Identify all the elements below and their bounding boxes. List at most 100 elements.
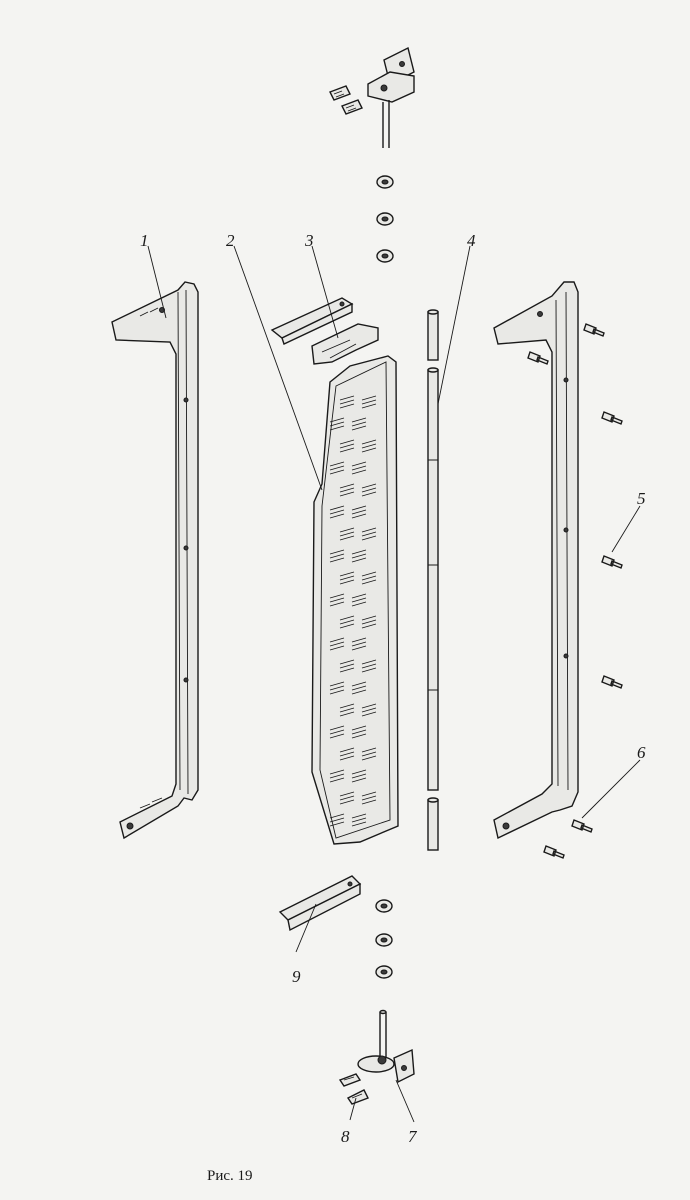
glass-hatch-mark (329, 425, 345, 431)
glass-hatch-mark (361, 531, 377, 537)
glass-hatch-mark (351, 821, 367, 827)
glass-hatch-mark (329, 593, 345, 599)
glass-hatch-mark (361, 571, 377, 577)
glass-hatch-mark (361, 395, 377, 401)
glass-hatch-mark (339, 447, 355, 453)
top-hinge-bracket (367, 46, 415, 148)
glass-hatch-mark (329, 417, 345, 423)
glass-hatch-mark (351, 641, 367, 647)
screw (527, 351, 549, 365)
callout-7: 7 (408, 1127, 418, 1146)
glass-hatch-mark (339, 527, 355, 533)
glass-hatch-mark (351, 549, 367, 555)
glass-hatch-mark (351, 725, 367, 731)
glass-hatch-mark (339, 483, 355, 489)
glass-hatch-mark (329, 645, 345, 651)
glass-hatch-mark (361, 791, 377, 797)
screw (571, 819, 593, 833)
glass-hatch-mark (339, 571, 355, 577)
glass-hatch-mark (351, 461, 367, 467)
glass-hatch-mark (351, 773, 367, 779)
glass-hatch-mark (329, 601, 345, 607)
glass-hatch-mark (351, 729, 367, 735)
glass-hatch-mark (361, 439, 377, 445)
glass-hatch-mark (361, 659, 377, 665)
callout-4: 4 (467, 231, 476, 250)
glass-hatch-mark (329, 465, 345, 471)
glass-hatch-mark (339, 619, 355, 625)
glass-hatch-mark (351, 509, 367, 515)
glass-hatch-mark (351, 593, 367, 599)
glass-hatch-mark (329, 681, 345, 687)
glass-hatch-mark (339, 399, 355, 405)
glass-hatch-mark (351, 417, 367, 423)
glass-hatch-mark (351, 817, 367, 823)
glass-hatch-mark (329, 469, 345, 475)
glass-hatch-mark (329, 817, 345, 823)
callout-6: 6 (637, 743, 646, 762)
glass-hatch-mark (339, 663, 355, 669)
glass-hatch-mark (329, 773, 345, 779)
glass-hatch-mark (339, 755, 355, 761)
glass-hatch-mark (361, 619, 377, 625)
figure-caption: Рис. 19 (207, 1168, 253, 1184)
glass-hatch-mark (329, 689, 345, 695)
glass-hatch-mark (339, 747, 355, 753)
glass-hatch-mark (361, 575, 377, 581)
glass-hatch-mark (351, 637, 367, 643)
glass-hatch-mark (361, 403, 377, 409)
screw (601, 411, 623, 425)
glass-hatch-mark (329, 549, 345, 555)
clamp-bar-top (270, 297, 354, 345)
glass-seal-part-3 (311, 323, 379, 365)
left-frame-part-1 (111, 281, 199, 840)
glass-hatch-mark (329, 637, 345, 643)
glass-hatch-mark (351, 597, 367, 603)
glass-hatch-mark (351, 557, 367, 563)
glass-hatch-mark (339, 395, 355, 401)
glass-hatch-mark (361, 491, 377, 497)
glass-hatch-mark (329, 597, 345, 603)
glass-hatch-mark (329, 777, 345, 783)
glass-hatch-mark (351, 645, 367, 651)
glass-hatch-mark (329, 813, 345, 819)
glass-hatch-mark (339, 707, 355, 713)
glass-hatch-mark (361, 535, 377, 541)
glass-hatch-mark (361, 747, 377, 753)
glass-hatch-mark (361, 615, 377, 621)
callout-1: 1 (140, 231, 149, 250)
glass-hatch-mark (361, 399, 377, 405)
screw (583, 323, 605, 337)
glass-hatch-mark (351, 733, 367, 739)
glass-hatch-mark (339, 615, 355, 621)
glass-hatch-mark (351, 465, 367, 471)
glass-hatch-mark (351, 425, 367, 431)
glass-hatch-mark (329, 557, 345, 563)
glass-hatch-mark (361, 799, 377, 805)
right-screws (527, 323, 623, 859)
glass-hatch-mark (339, 791, 355, 797)
rod-part-4 (427, 309, 439, 851)
glass-hatch-mark (329, 725, 345, 731)
glass-hatch-mark (339, 487, 355, 493)
top-screws (329, 85, 363, 115)
glass-hatch-mark (361, 751, 377, 757)
glass-hatch-mark (339, 575, 355, 581)
glass-hatch-mark (351, 685, 367, 691)
glass-hatch-mark (329, 509, 345, 515)
glass-hatch-mark (329, 505, 345, 511)
glass-hatch-mark (361, 703, 377, 709)
glass-hatch-mark (361, 483, 377, 489)
glass-hatch-mark (339, 751, 355, 757)
glass-hatching (329, 395, 377, 827)
glass-hatch-mark (339, 659, 355, 665)
glass-hatch-mark (351, 513, 367, 519)
glass-hatch-mark (351, 813, 367, 819)
glass-hatch-mark (339, 623, 355, 629)
right-frame (493, 281, 579, 840)
glass-hatch-mark (361, 755, 377, 761)
glass-hatch-mark (339, 667, 355, 673)
glass-hatch-mark (361, 623, 377, 629)
glass-hatch-mark (329, 821, 345, 827)
